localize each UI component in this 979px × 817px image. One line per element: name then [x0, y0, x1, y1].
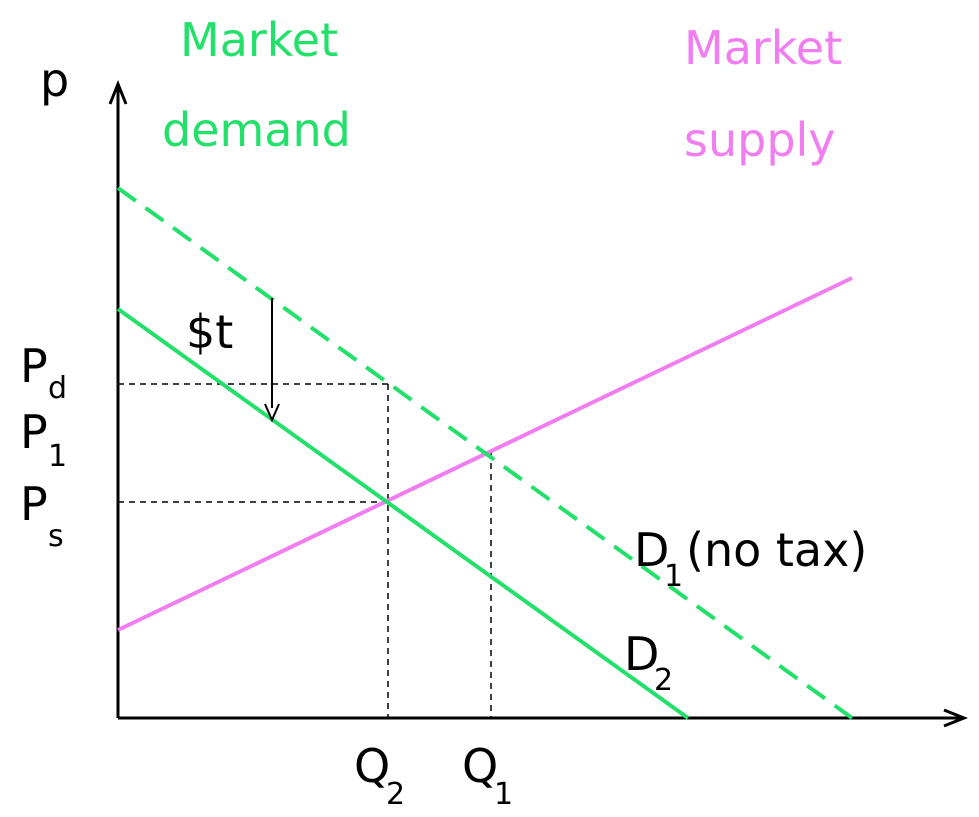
market-supply-label-line2: supply — [684, 113, 836, 167]
ps-subscript: s — [48, 519, 64, 554]
market-demand-label-line2: demand — [162, 103, 351, 157]
d1-subscript: 1 — [664, 559, 683, 594]
tax-arrow-head — [264, 403, 280, 423]
p1-subscript: 1 — [48, 439, 67, 474]
d2-subscript: 2 — [654, 663, 673, 698]
ps-label: P — [20, 477, 48, 531]
pd-label: P — [20, 339, 48, 393]
demand-d1-curve — [116, 186, 854, 720]
d1-suffix-label: (no tax) — [686, 523, 867, 577]
q1-subscript: 1 — [494, 777, 513, 812]
y-axis-arrowhead — [108, 79, 128, 105]
q2-label: Q — [354, 739, 390, 793]
pd-subscript: d — [48, 371, 67, 406]
demand-d2-curve — [116, 307, 690, 720]
d1-label: D — [634, 523, 669, 577]
market-demand-label-line1: Market — [180, 13, 338, 67]
tax-label: $t — [186, 305, 233, 359]
x-axis-arrowhead — [943, 708, 969, 728]
price-axis-label: p — [40, 53, 69, 107]
market-supply-label-line1: Market — [684, 21, 842, 75]
q2-subscript: 2 — [386, 777, 405, 812]
d2-label: D — [624, 627, 659, 681]
p1-label: P — [20, 405, 48, 459]
q1-label: Q — [462, 739, 498, 793]
